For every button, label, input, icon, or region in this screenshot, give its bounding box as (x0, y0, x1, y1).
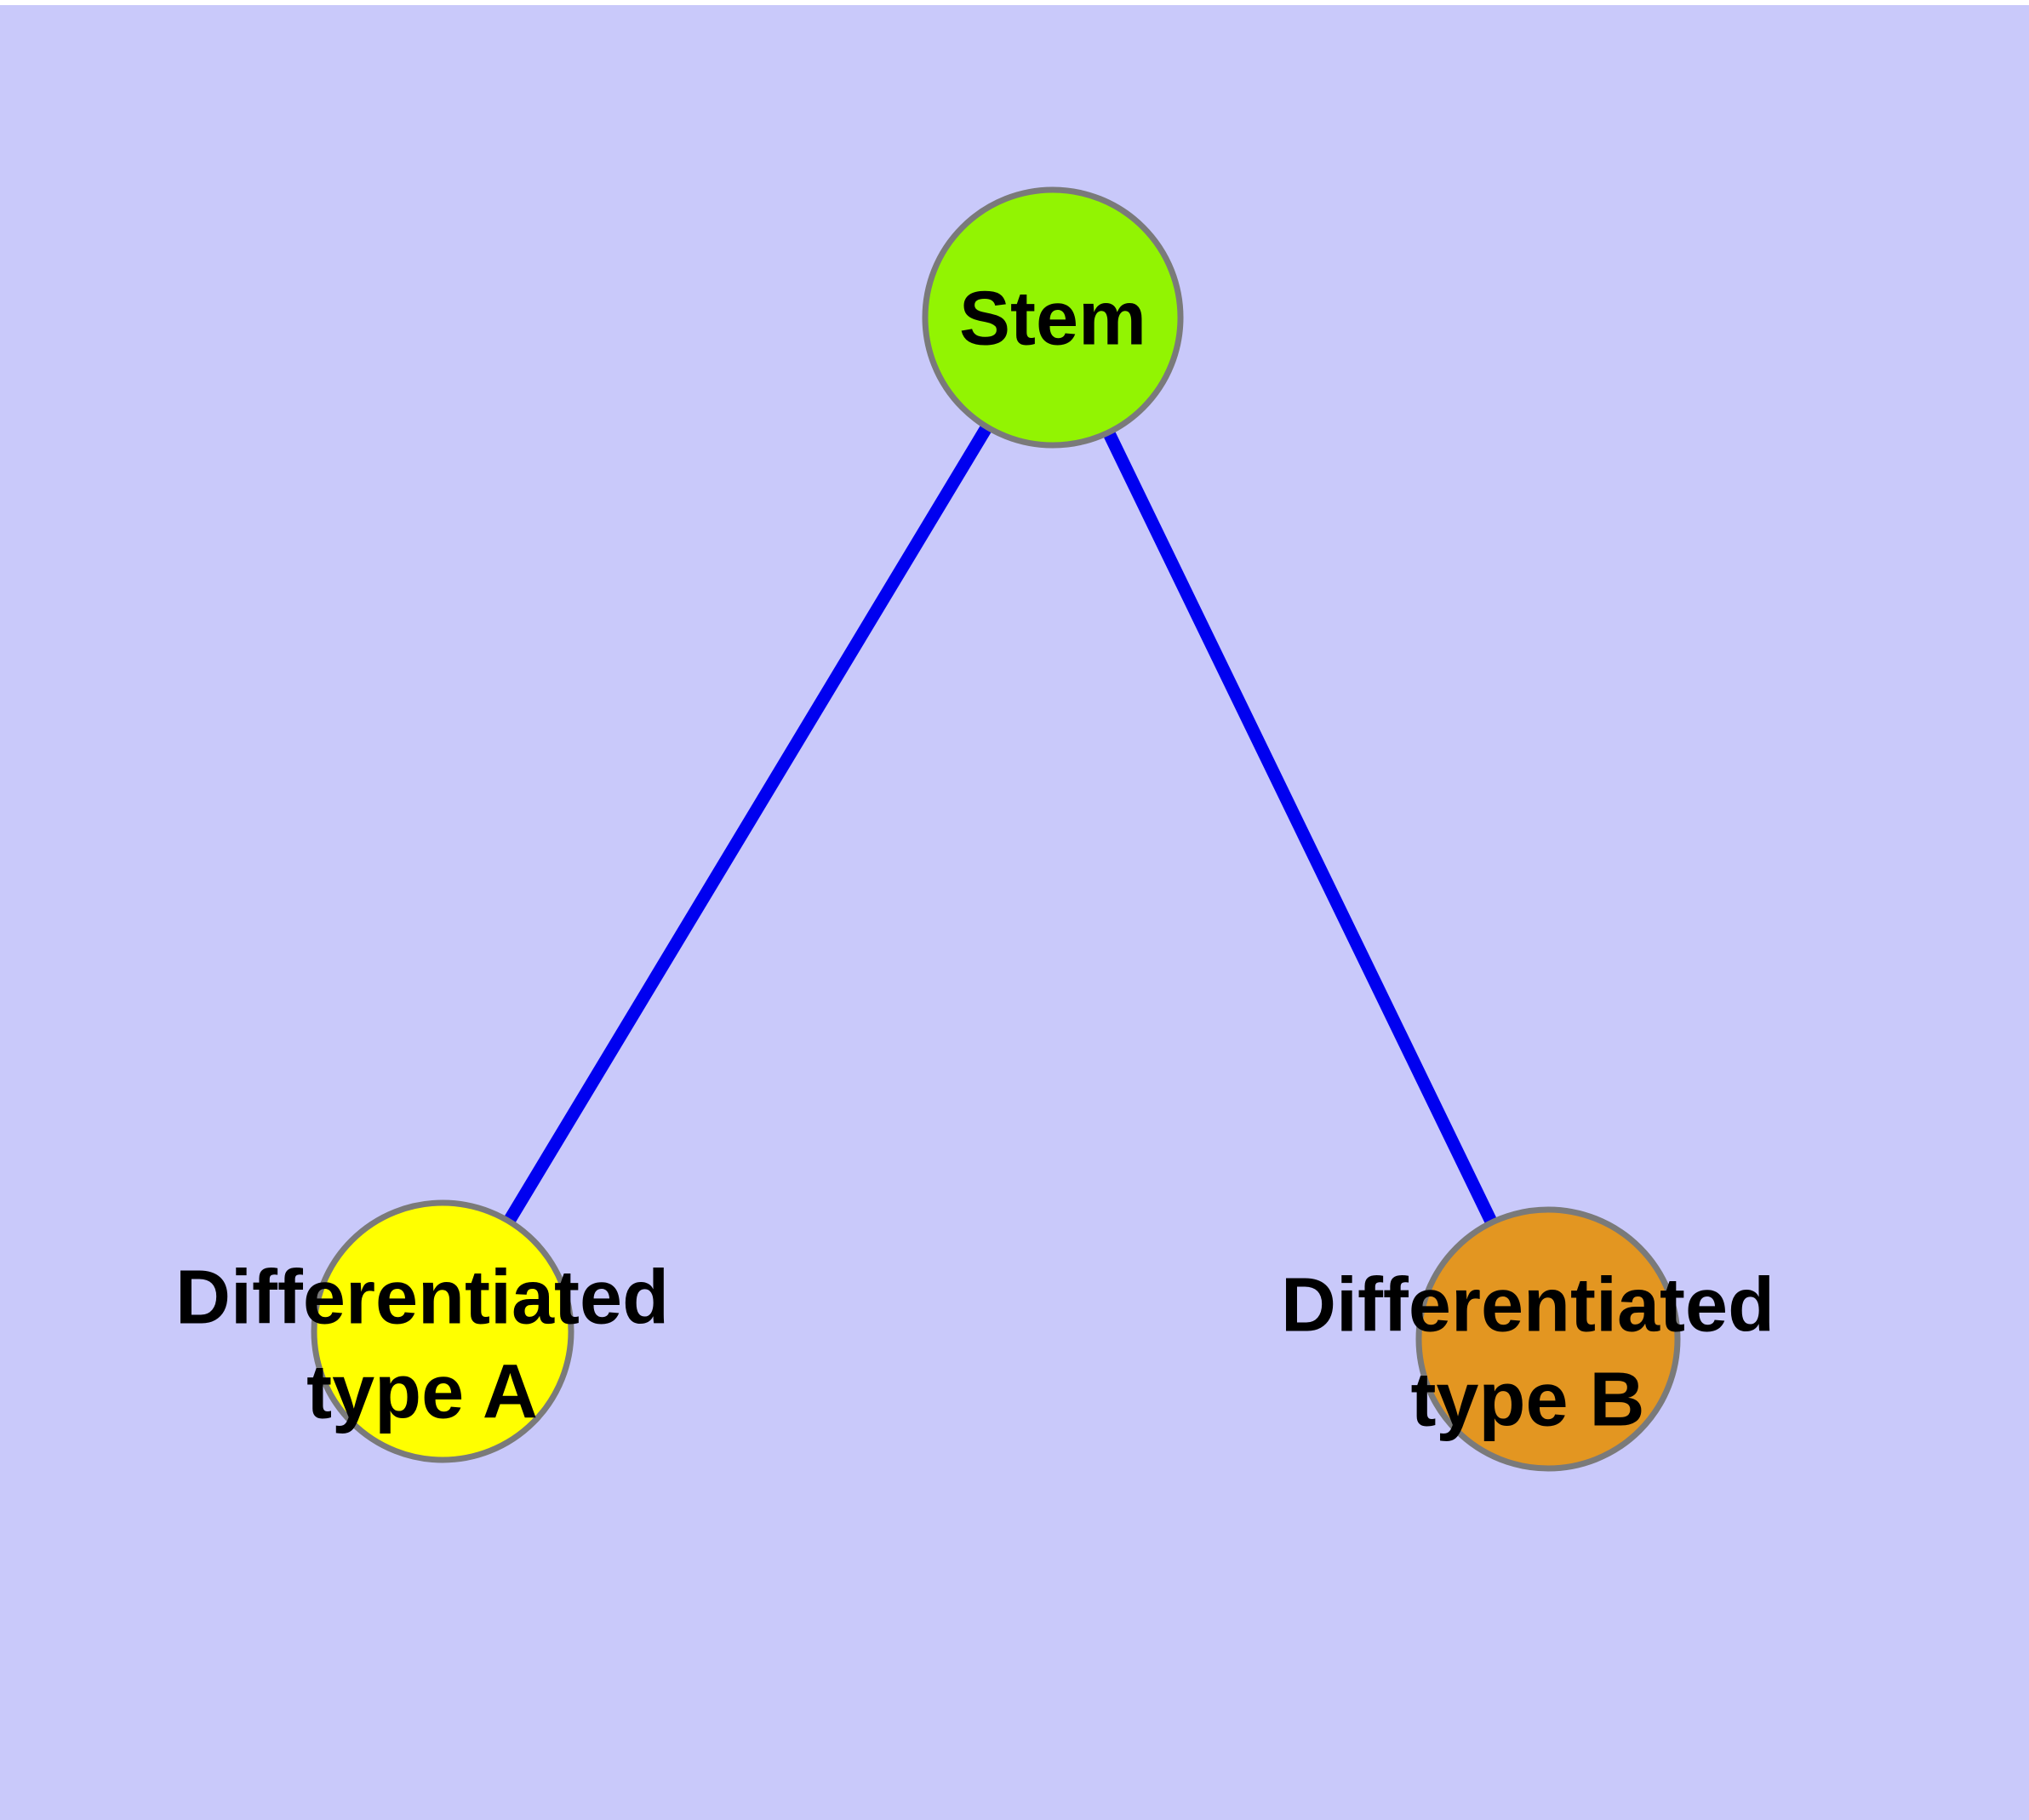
edge-stem-to-type-b (1047, 314, 1554, 1342)
node-type-a-label-line-2: type A (306, 1349, 538, 1434)
node-stem-label: Stem (959, 272, 1146, 367)
node-stem-circle (922, 186, 1184, 449)
node-type-a-label-line-1: Differentiated (174, 1255, 670, 1341)
node-type-b-label-line-2: type B (1410, 1357, 1645, 1442)
node-type-a-circle (311, 1199, 574, 1463)
node-stem-label-line: Stem (958, 276, 1147, 362)
top-margin-strip (0, 0, 2029, 5)
edge-stem-to-type-a (437, 314, 1059, 1335)
node-type-a-label: Differentiated type A (175, 1251, 669, 1439)
node-type-b-label: Differentiated type B (1281, 1258, 1775, 1446)
node-type-b-label-line-1: Differentiated (1280, 1262, 1775, 1348)
node-type-b-circle (1415, 1206, 1681, 1472)
